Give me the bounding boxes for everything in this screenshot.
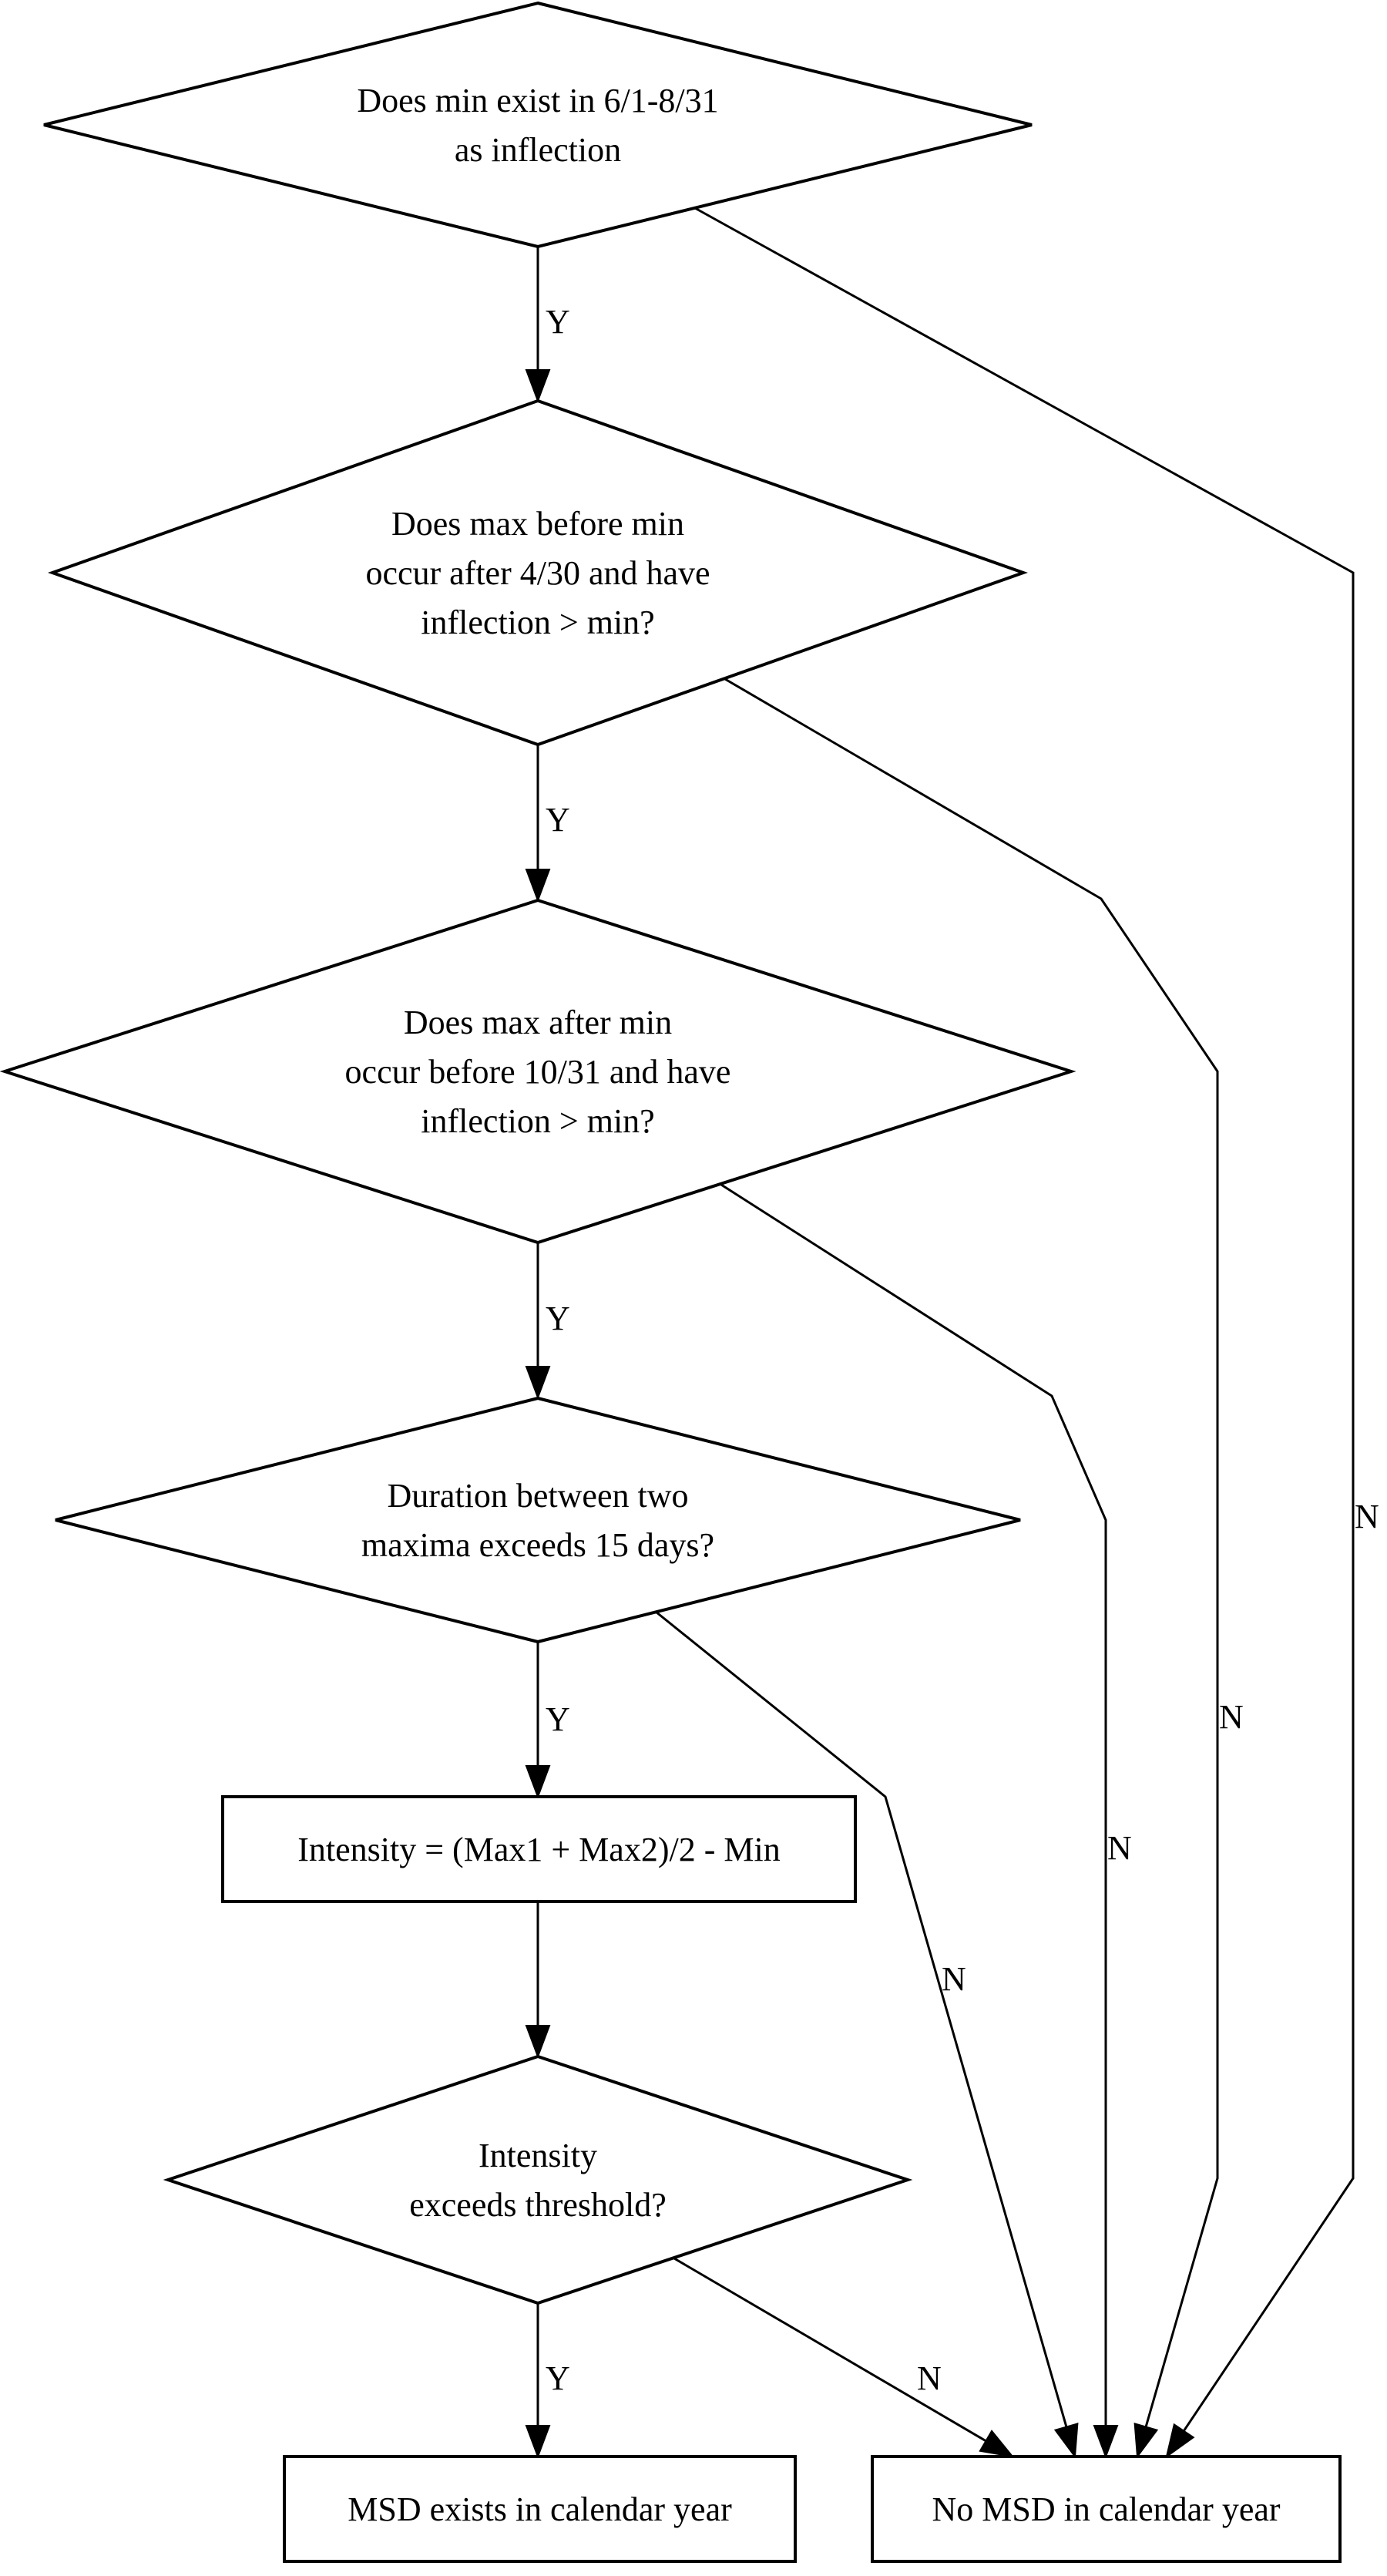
edge-d3-to-d4 — [525, 1242, 551, 1400]
process-box — [221, 1795, 857, 1903]
edge-d2-to-d3 — [525, 745, 551, 903]
node-text-line: No MSD in calendar year — [932, 2490, 1280, 2528]
node-d3: Does max after min occur before 10/31 and… — [0, 898, 1076, 1245]
node-text-line: occur before 10/31 and have — [345, 1053, 731, 1091]
process-box — [871, 2455, 1342, 2563]
edge-label: N — [942, 1960, 966, 1998]
arrowhead-icon — [525, 2025, 551, 2059]
node-t_yes: MSD exists in calendar year — [283, 2455, 797, 2563]
node-text-line: Duration between two — [388, 1477, 689, 1515]
node-text-line: exceeds threshold? — [409, 2186, 667, 2224]
edges-layer — [525, 207, 1355, 2459]
edge-d5-to-t_yes — [525, 2302, 551, 2459]
node-text-line: inflection > min? — [421, 1102, 654, 1140]
edge-d2-to-t_no — [724, 678, 1219, 2459]
node-d1: Does min exist in 6/1-8/31 as inflection — [43, 1, 1033, 249]
node-text-line: Does min exist in 6/1-8/31 — [357, 82, 718, 119]
edge-label: N — [1107, 1829, 1132, 1867]
decision-diamond — [0, 898, 1076, 1245]
node-d2: Does max before min occur after 4/30 and … — [48, 399, 1028, 747]
edge-d1-to-d2 — [525, 247, 551, 403]
node-text-line: Intensity = (Max1 + Max2)/2 - Min — [297, 1831, 780, 1868]
node-t_no: No MSD in calendar year — [871, 2455, 1342, 2563]
node-text-line: as inflection — [455, 131, 621, 169]
node-d4: Duration between two maxima exceeds 15 da… — [55, 1396, 1021, 1644]
node-text-line: occur after 4/30 and have — [365, 554, 710, 592]
process-box — [283, 2455, 797, 2563]
edge-label: N — [1219, 1698, 1244, 1736]
edge-d4-to-r1 — [525, 1641, 551, 1799]
arrowhead-icon — [525, 2425, 551, 2459]
edge-label: N — [917, 2359, 942, 2397]
node-text-line: Does max after min — [404, 1004, 672, 1041]
edge-line — [720, 1183, 1107, 2426]
edge-d5-to-t_no — [673, 2257, 1015, 2458]
node-d5: Intensity exceeds threshold? — [163, 2054, 913, 2305]
node-text-line: Intensity — [479, 2137, 597, 2174]
node-text-line: inflection > min? — [421, 604, 654, 641]
edge-d3-to-t_no — [720, 1183, 1119, 2459]
edge-line — [673, 2257, 987, 2443]
node-text-line: Does max before min — [391, 505, 684, 543]
edge-line — [724, 678, 1219, 2427]
edge-d4-to-t_no — [655, 1610, 1079, 2459]
node-text-line: maxima exceeds 15 days? — [361, 1526, 714, 1564]
arrowhead-icon — [1165, 2423, 1195, 2459]
edge-label: Y — [546, 1700, 570, 1738]
decision-diamond — [163, 2054, 913, 2305]
node-text-line: MSD exists in calendar year — [348, 2490, 732, 2528]
edge-label: Y — [546, 2359, 570, 2397]
edge-label: Y — [546, 303, 570, 341]
arrowhead-icon — [1133, 2423, 1159, 2459]
edge-label: Y — [546, 801, 570, 839]
node-r1: Intensity = (Max1 + Max2)/2 - Min — [221, 1795, 857, 1903]
edge-d1-to-t_no — [694, 207, 1355, 2459]
arrowhead-icon — [525, 369, 551, 403]
arrowhead-icon — [525, 1366, 551, 1400]
decision-diamond — [48, 399, 1028, 747]
edge-r1-to-d5 — [525, 1902, 551, 2059]
edge-line — [655, 1610, 1068, 2427]
arrowhead-icon — [525, 869, 551, 903]
arrowhead-icon — [1053, 2423, 1079, 2459]
edge-line — [694, 207, 1355, 2432]
edge-labels-layer: Y Y Y Y Y N N N N N — [546, 303, 1379, 2397]
decision-diamond — [43, 1, 1033, 249]
edge-label: Y — [546, 1300, 570, 1337]
arrowhead-icon — [1093, 2425, 1119, 2459]
decision-diamond — [55, 1396, 1021, 1644]
arrowhead-icon — [525, 1765, 551, 1799]
arrowhead-icon — [979, 2430, 1015, 2458]
edge-label: N — [1355, 1498, 1379, 1535]
